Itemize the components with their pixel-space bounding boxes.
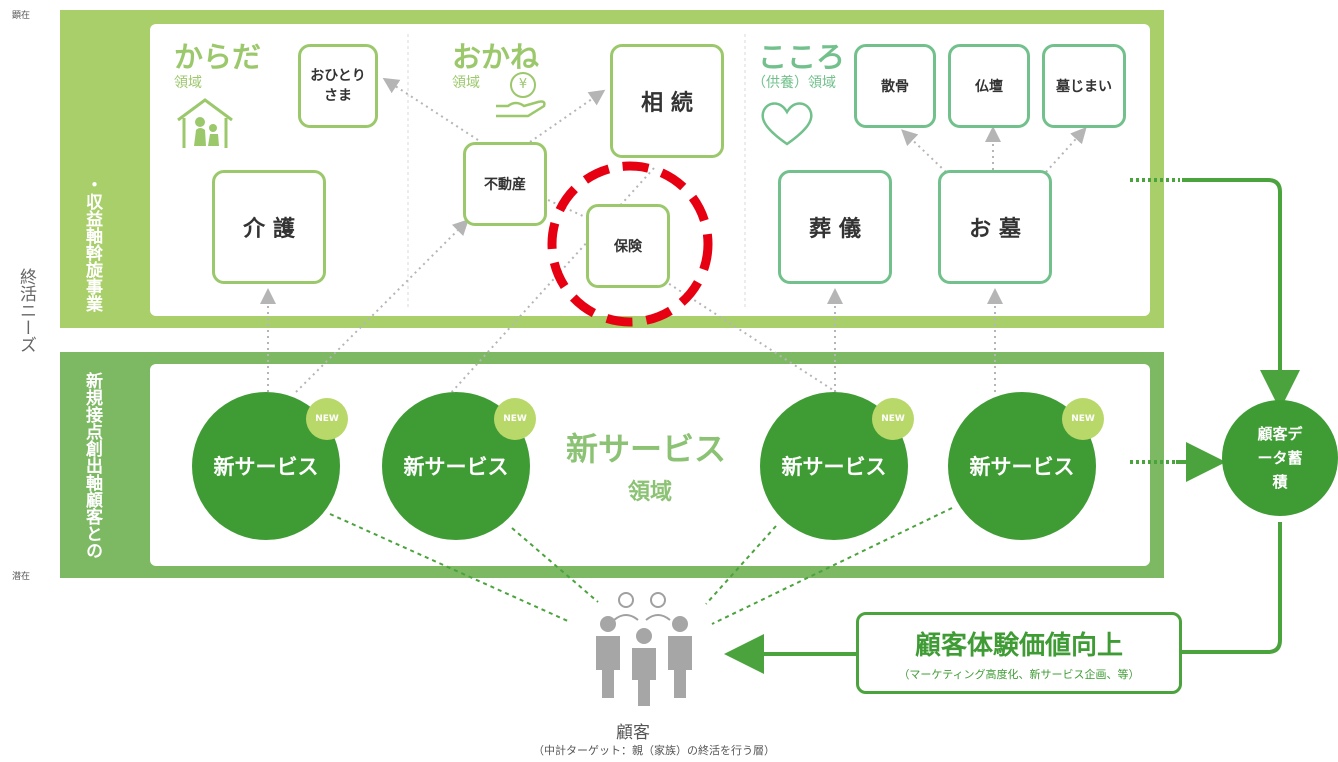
cx-sub: （マーケティング高度化、新サービス企画、等） (898, 668, 1140, 681)
line-hoken-circle3 (653, 273, 837, 393)
new-badge-3: NEW (872, 398, 914, 440)
new-service-area-sub: 領域 (628, 480, 673, 505)
line-circle3-customer (705, 525, 777, 605)
yen-hand-icon: ¥ (494, 72, 550, 120)
customer-label: 顧客 (616, 723, 650, 743)
upper-axis-label: ・収益軸 斡旋事業 (82, 76, 126, 312)
box-ohitori: おひとりさま (298, 44, 378, 128)
new-service-area-title: 新サービス (566, 430, 727, 468)
hand-icon (496, 100, 546, 118)
axis-middle-label: 終活ニーズ (16, 268, 36, 353)
area-okane-sub: 領域 (452, 75, 480, 91)
box-kaigo: 介 護 (212, 170, 326, 284)
box-sogi: 葬 儀 (778, 170, 892, 284)
new-badge-2: NEW (494, 398, 536, 440)
flow-data-to-cx (1182, 522, 1282, 654)
box-sankotsu: 散骨 (854, 44, 936, 128)
new-badge-4: NEW (1062, 398, 1104, 440)
box-hoken: 保険 (586, 204, 670, 288)
arrow-fudosan-ohitori (382, 77, 479, 141)
lower-axis-label-col1: 顧客との (82, 491, 102, 559)
lower-axis-label: 新規接点創出軸 顧客との (82, 372, 126, 559)
box-fudosan: 不動産 (463, 142, 547, 226)
arrow-to-fudosan (295, 219, 469, 393)
axis-bottom-label: 潜在 (12, 572, 31, 582)
area-kokoro-sub: （供養）領域 (752, 75, 836, 91)
upper-axis-label-col2: ・収益軸 (82, 176, 102, 244)
axis-top-label: 顕在 (12, 11, 31, 21)
line-sozoku-circle2 (449, 167, 655, 395)
box-hakajimai: 墓じまい (1042, 44, 1126, 128)
arrow-ohaka-hakajimai (1045, 127, 1087, 173)
new-badge-1: NEW (306, 398, 348, 440)
line-circle2-customer (511, 527, 599, 603)
upper-axis-label-col1: 斡旋事業 (82, 244, 102, 312)
cx-title: 顧客体験価値向上 (914, 631, 1123, 661)
box-butsudan: 仏壇 (948, 44, 1030, 128)
arrow-fudosan-sozoku (529, 89, 606, 143)
line-circle1-customer (329, 513, 571, 623)
house-care-icon (177, 98, 233, 148)
lower-axis-label-col2: 新規接点創出軸 (82, 372, 102, 491)
arrow-ohaka-sankotsu (901, 129, 947, 173)
flow-arrow-to-data (1182, 178, 1300, 410)
box-sozoku: 相 続 (610, 44, 724, 158)
box-ohaka: お 墓 (938, 170, 1052, 284)
customer-data-label: 顧客データ蓄積 (1257, 425, 1303, 491)
cx-box: 顧客体験価値向上 （マーケティング高度化、新サービス企画、等） (856, 612, 1182, 694)
customer-sub: （中計ターゲット：親（家族）の終活を行う層） (533, 744, 775, 757)
yen-icon: ¥ (510, 72, 536, 98)
area-kokoro-title: こころ (758, 40, 846, 74)
area-karada-title: からだ (174, 40, 262, 74)
area-karada-sub: 領域 (174, 75, 202, 91)
customer-data-circle: 顧客データ蓄積 (1222, 400, 1338, 516)
highlight-ring (547, 161, 713, 327)
heart-icon (761, 102, 813, 146)
area-okane-title: おかね (452, 40, 540, 74)
customers-people-icon (596, 592, 692, 706)
